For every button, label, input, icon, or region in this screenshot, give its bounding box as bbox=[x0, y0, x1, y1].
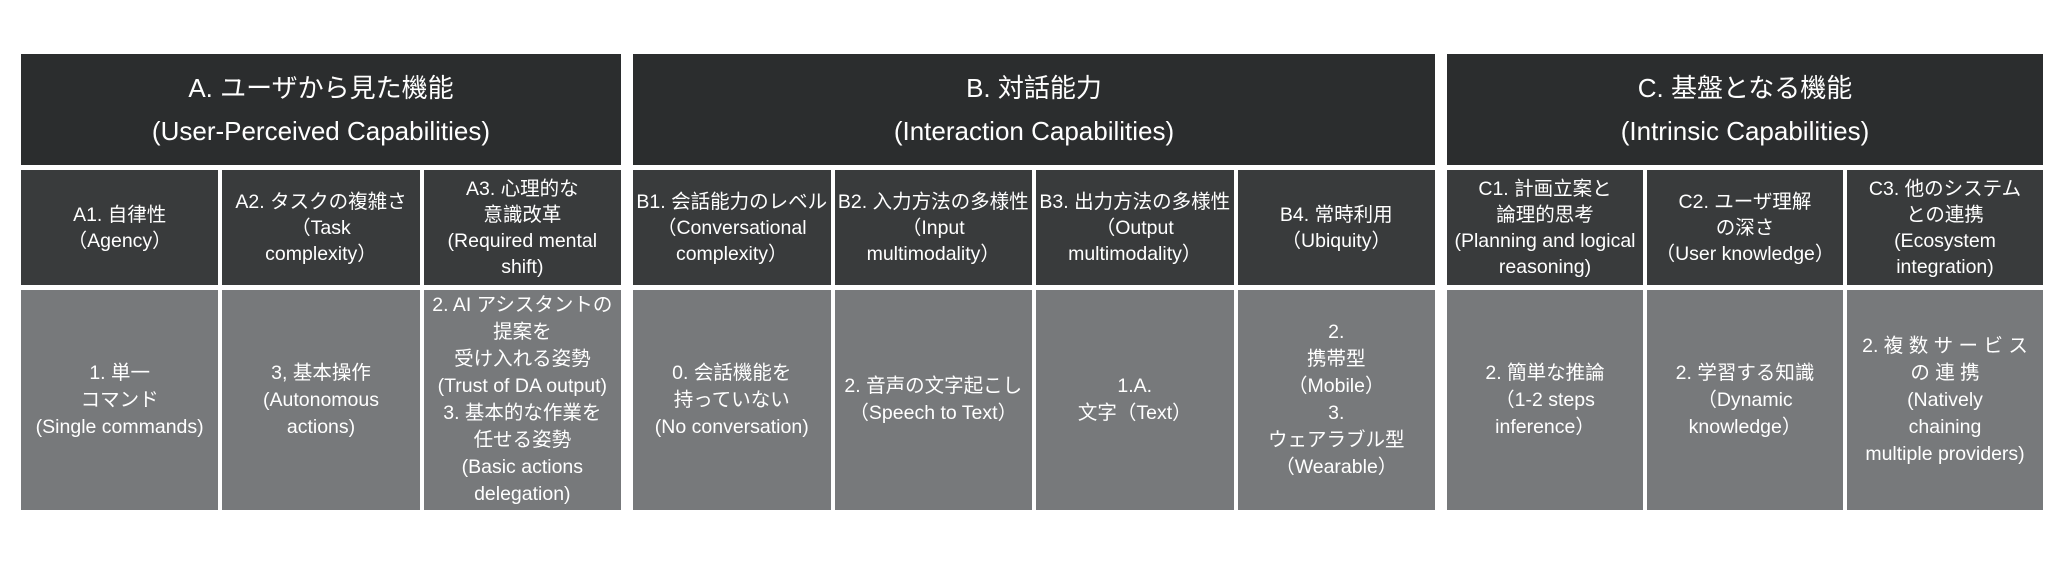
value-c1: 2. 簡単な推論 （1-2 steps inference） bbox=[1447, 290, 1643, 510]
subheader-a1: A1. 自律性 （Agency） bbox=[21, 170, 219, 285]
section-b-header: B. 対話能力 (Interaction Capabilities) bbox=[633, 54, 1435, 165]
subheader-a2: A2. タスクの複雑さ （Task complexity） bbox=[222, 170, 420, 285]
value-a2: 3, 基本操作 (Autonomous actions) bbox=[222, 290, 420, 510]
section-b: B. 対話能力 (Interaction Capabilities) B1. 会… bbox=[633, 54, 1435, 510]
subheader-b2: B2. 入力方法の多様性 （Input multimodality） bbox=[834, 170, 1032, 285]
subheader-b4: B4. 常時利用 （Ubiquity） bbox=[1237, 170, 1435, 285]
subheader-b3: B3. 出力方法の多様性 （Output multimodality） bbox=[1036, 170, 1234, 285]
subheader-a3: A3. 心理的な 意識改革 (Required mental shift) bbox=[423, 170, 621, 285]
section-a: A. ユーザから見た機能 (User-Perceived Capabilitie… bbox=[21, 54, 621, 510]
subheader-b1: B1. 会話能力のレベル （Conversational complexity） bbox=[633, 170, 831, 285]
section-c-header: C. 基盤となる機能 (Intrinsic Capabilities) bbox=[1447, 54, 2043, 165]
subheader-c3: C3. 他のシステム との連携 (Ecosystem integration) bbox=[1847, 170, 2043, 285]
value-c2: 2. 学習する知識 （Dynamic knowledge） bbox=[1647, 290, 1843, 510]
value-b1: 0. 会話機能を 持っていない (No conversation) bbox=[633, 290, 831, 510]
capability-matrix-table: A. ユーザから見た機能 (User-Perceived Capabilitie… bbox=[21, 54, 2043, 510]
value-c3: 2. 複 数 サ ー ビ ス の 連 携 (Natively chaining … bbox=[1847, 290, 2043, 510]
value-a1: 1. 単一 コマンド (Single commands) bbox=[21, 290, 219, 510]
subheader-c1: C1. 計画立案と 論理的思考 (Planning and logical re… bbox=[1447, 170, 1643, 285]
section-c: C. 基盤となる機能 (Intrinsic Capabilities) C1. … bbox=[1447, 54, 2043, 510]
subheader-c2: C2. ユーザ理解 の深さ （User knowledge） bbox=[1647, 170, 1843, 285]
section-a-header: A. ユーザから見た機能 (User-Perceived Capabilitie… bbox=[21, 54, 621, 165]
value-b3: 1.A. 文字（Text） bbox=[1036, 290, 1234, 510]
value-a3: 2. AI アシスタントの 提案を 受け入れる姿勢 (Trust of DA o… bbox=[423, 290, 621, 510]
value-b4: 2. 携帯型 （Mobile） 3. ウェアラブル型 （Wearable） bbox=[1237, 290, 1435, 510]
value-b2: 2. 音声の文字起こし （Speech to Text） bbox=[834, 290, 1032, 510]
